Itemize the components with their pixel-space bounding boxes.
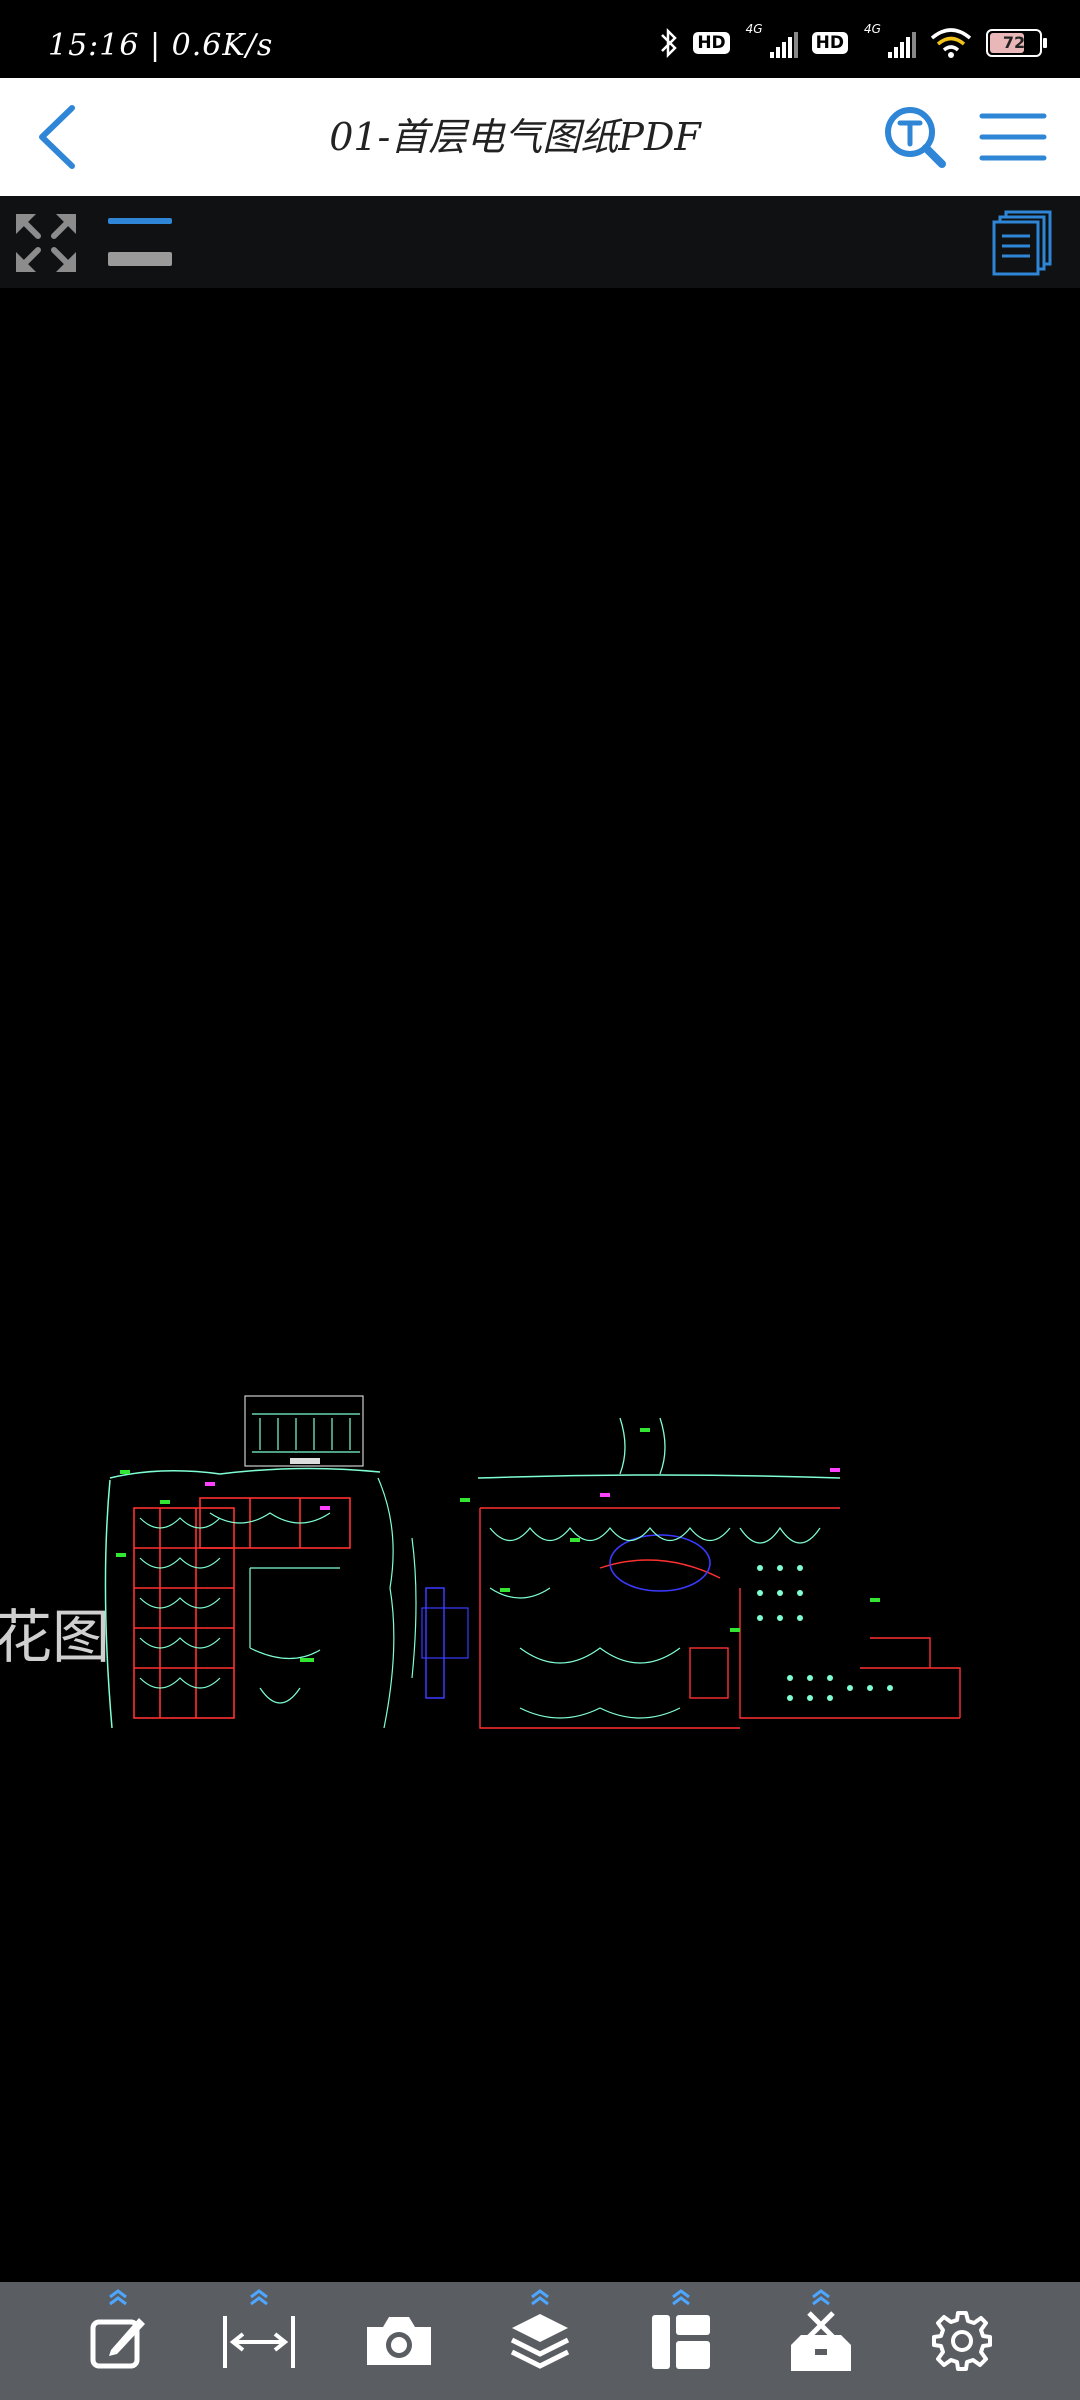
chevron-up-icon[interactable]: [104, 2287, 132, 2307]
network-type: 4G: [745, 22, 763, 36]
hamburger-menu-icon[interactable]: [978, 102, 1048, 172]
status-time-speed: 15:16 | 0.6K/s: [48, 28, 274, 63]
pages-icon[interactable]: [990, 210, 1054, 276]
signal-icon: 4G: [862, 22, 916, 58]
toolbox-icon: [791, 2311, 852, 2371]
electrical-floor-plan: [104, 1395, 961, 1729]
lines-icon[interactable]: [106, 214, 174, 272]
document-title: 01-首层电气图纸PDF: [329, 115, 701, 159]
gear-icon: [931, 2311, 992, 2371]
measure-button[interactable]: [219, 2289, 299, 2391]
tools-button[interactable]: [781, 2289, 861, 2391]
chevron-up-icon[interactable]: [667, 2287, 695, 2307]
camera-icon: [367, 2317, 432, 2365]
signal-icon: 4G: [744, 22, 798, 58]
network-type: 4G: [864, 22, 881, 36]
layout-icon: [651, 2315, 710, 2369]
title-bar: 01-首层电气图纸PDF: [0, 78, 1080, 196]
layers-icon: [510, 2314, 570, 2369]
settings-button[interactable]: [922, 2291, 1002, 2391]
status-icons: HD 4G HD 4G 72: [659, 22, 1047, 60]
layers-button[interactable]: [500, 2289, 580, 2391]
drawing-edge-label: 花图: [0, 1603, 111, 1671]
battery-level: 72: [1002, 33, 1026, 52]
bottom-toolbar: [0, 2282, 1080, 2400]
chevron-up-icon[interactable]: [526, 2287, 554, 2307]
chevron-up-icon[interactable]: [807, 2287, 835, 2307]
hd-badge: HD: [693, 32, 730, 54]
expand-arrows-icon[interactable]: [14, 212, 78, 274]
chevron-left-icon[interactable]: [28, 100, 98, 174]
measure-icon: [222, 2316, 295, 2368]
wifi-icon: [930, 28, 972, 58]
hd-badge: HD: [811, 32, 848, 54]
bluetooth-icon: [661, 27, 678, 59]
camera-button[interactable]: [359, 2291, 439, 2391]
layout-button[interactable]: [641, 2289, 721, 2391]
text-search-icon[interactable]: [880, 102, 950, 172]
battery-icon: 72: [986, 29, 1047, 57]
view-toolbar: [0, 196, 1080, 288]
status-bar: 15:16 | 0.6K/s HD 4G HD 4G 72: [0, 0, 1080, 78]
drawing-canvas[interactable]: 花图: [0, 288, 1080, 2282]
chevron-up-icon[interactable]: [245, 2287, 273, 2307]
edit-button[interactable]: [78, 2289, 158, 2391]
edit-icon: [90, 2318, 146, 2369]
